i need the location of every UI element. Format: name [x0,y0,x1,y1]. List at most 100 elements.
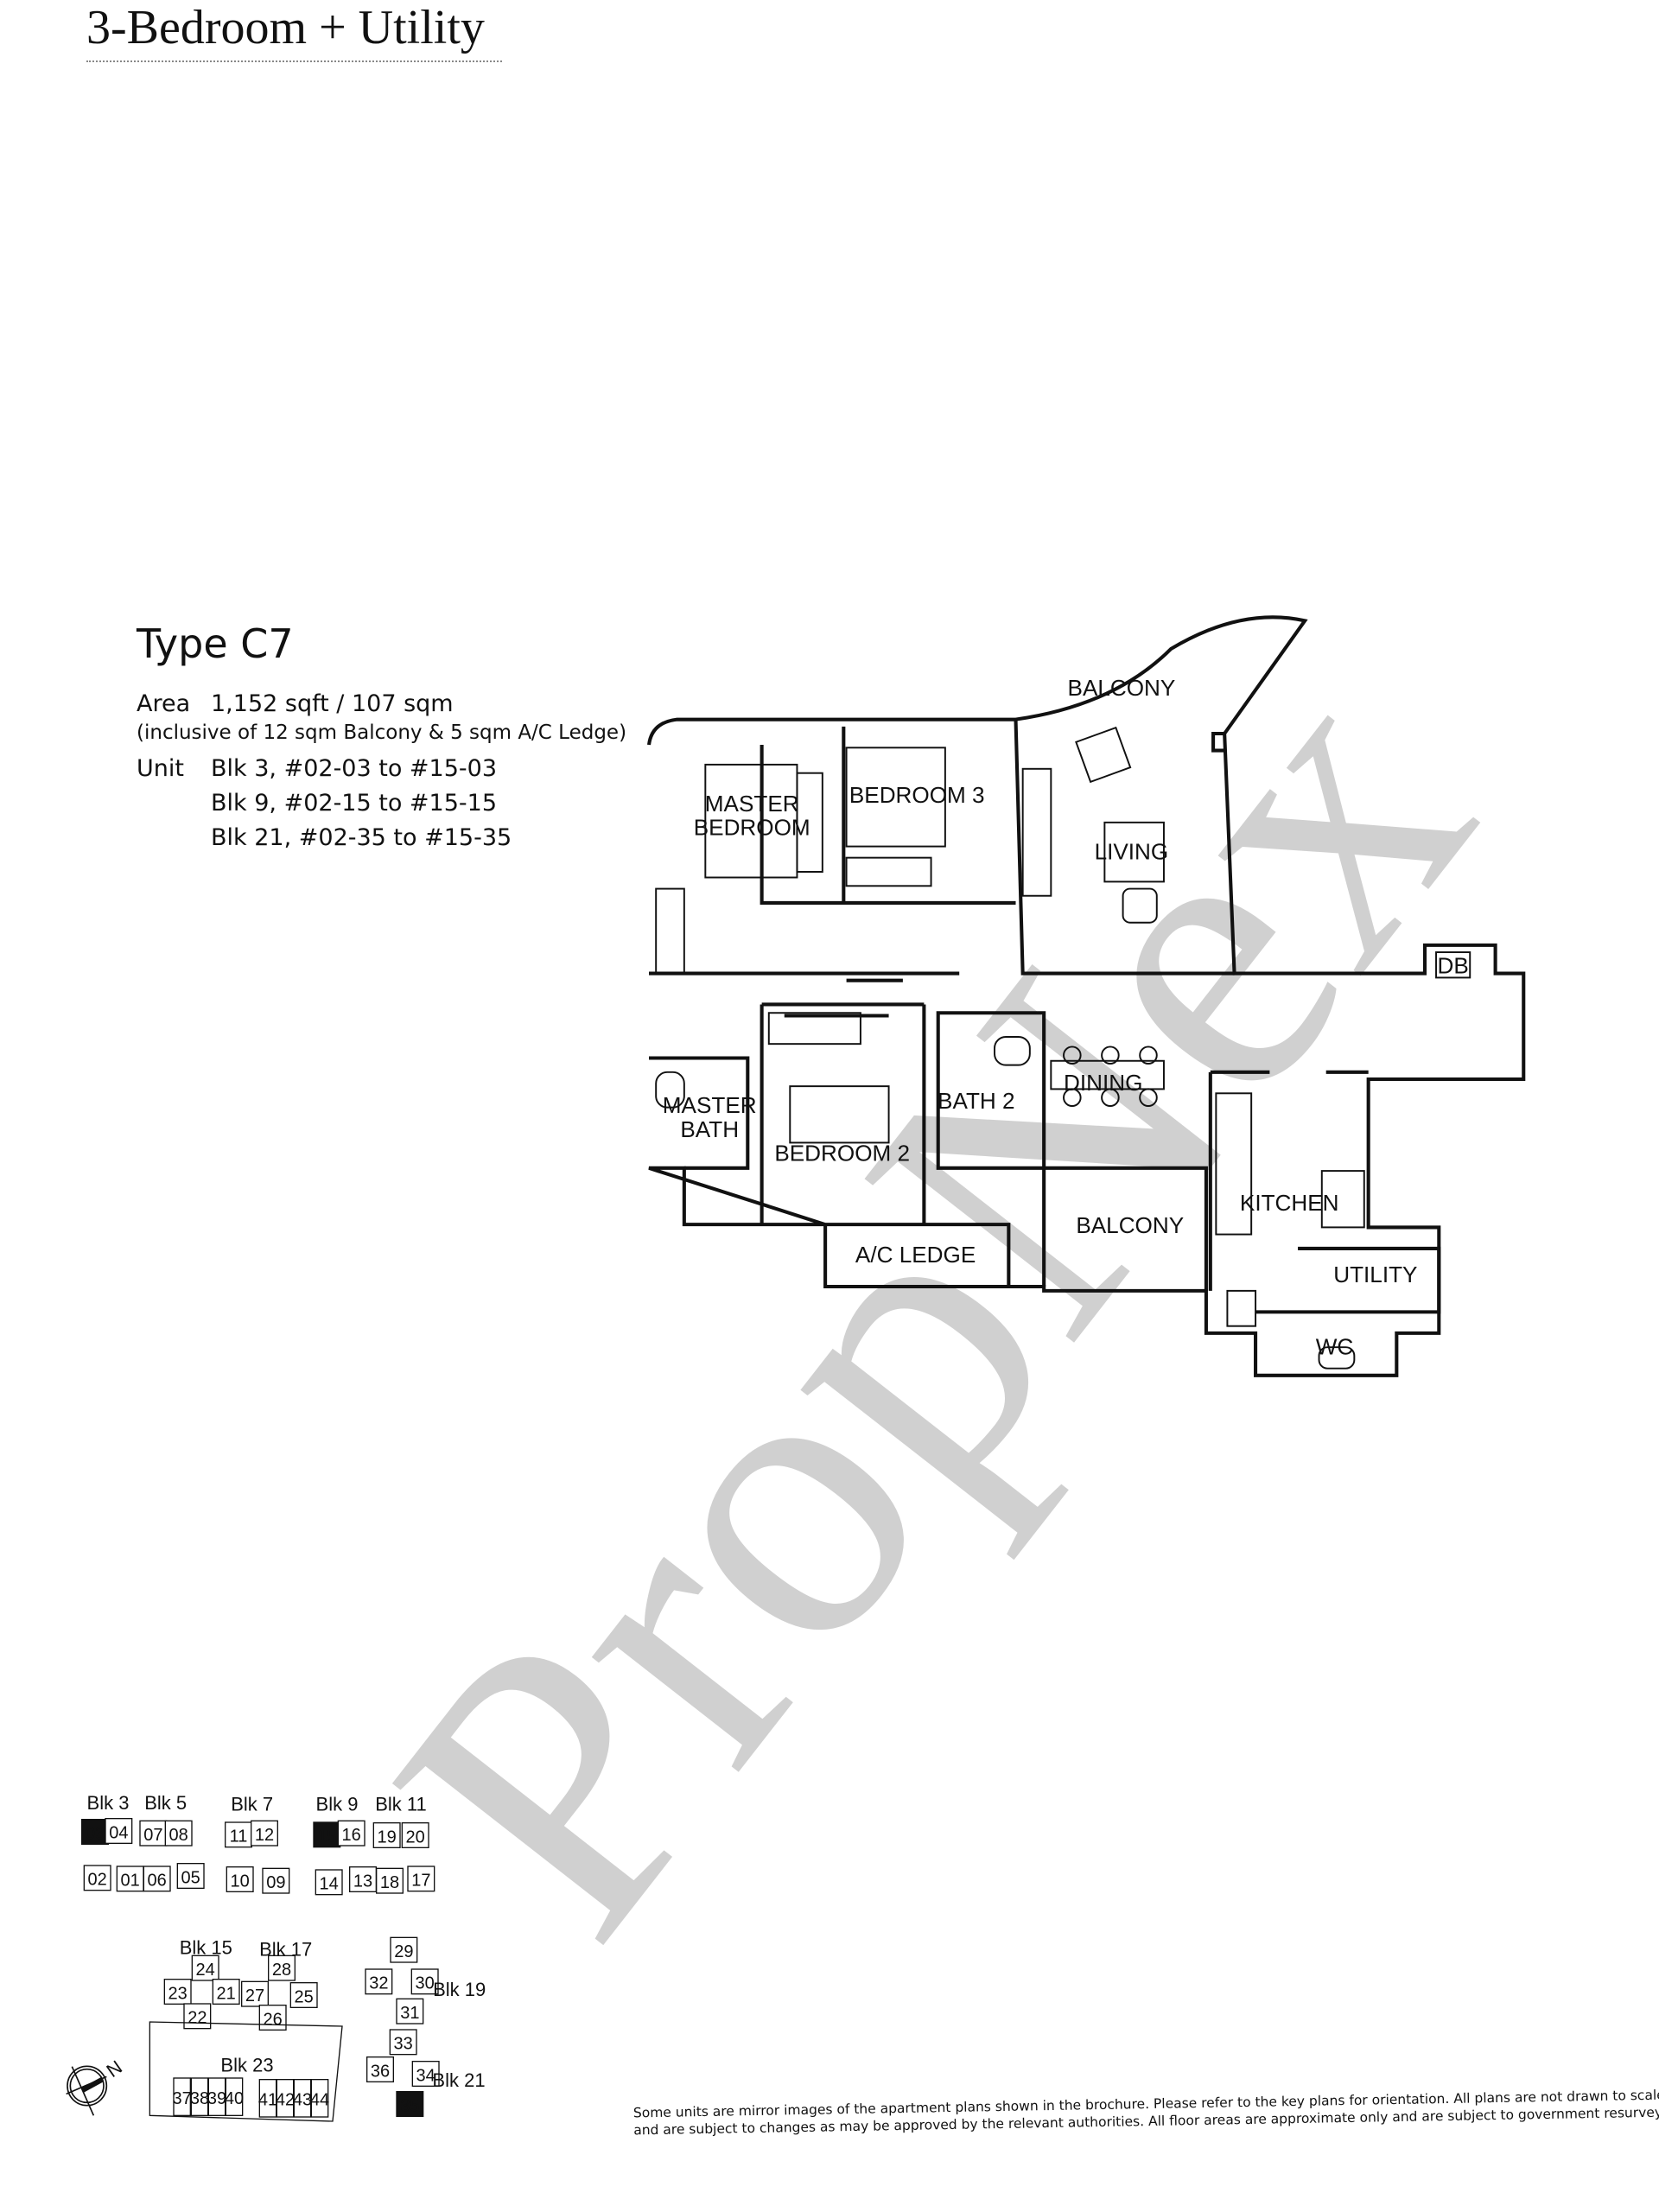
key-plan-unit-shape [83,1865,111,1891]
key-plan-block-label: Blk 21 [432,2069,485,2091]
key-plan-unit-shape [176,1863,205,1889]
key-plan-unit-number: 15 [317,1827,336,1847]
unit-range: Blk 3, #02-03 to #15-03 [211,755,498,782]
key-plan-unit-number: 02 [88,1871,107,1890]
area-row: Area 1,152 sqft / 107 sqm [137,687,454,721]
key-plan-unit-shape [143,1866,171,1892]
room-label-living: LIVING [1095,838,1169,864]
key-plan-block-label: Blk 9 [316,1794,359,1815]
key-plan-unit-shape [183,2003,212,2030]
room-label-master-bath: BATH [680,1116,739,1142]
key-plan-unit-number: 34 [416,2066,435,2085]
key-plan-unit-number: 36 [371,2062,390,2081]
key-plan-unit-shape [81,1819,109,1845]
room-label-master-bedroom: BEDROOM [694,815,810,841]
room-label-ac-ledge: A/C LEDGE [855,1242,976,1268]
key-plan-unit-number: 14 [320,1875,339,1894]
key-plan-unit-number: 27 [245,1986,264,2005]
key-plan-unit-number: 33 [394,2035,413,2054]
key-plan-unit-number: 05 [181,1868,200,1887]
key-plan-unit-number: 24 [196,1961,215,1980]
walls [646,615,1526,1377]
key-plan-unit-number: 29 [394,1942,413,1961]
key-plan-unit-shape [225,1821,252,1848]
blk-23-outline [149,2021,343,2122]
key-plan-unit-number: 21 [217,1984,236,2003]
key-plan-block-label: Blk 5 [144,1792,187,1814]
room-label-bedroom-2: BEDROOM 2 [774,1141,910,1166]
key-plan-block-label: Blk 3 [87,1792,130,1814]
key-plan-unit-shape [411,2061,440,2087]
key-plan-unit-shape [396,2091,424,2117]
key-plan-unit-number: 16 [342,1826,361,1845]
room-label-wc: WC [1316,1333,1354,1359]
key-plan-unit-number: 01 [121,1872,140,1891]
page-title: 3-Bedroom + Utility [86,0,502,62]
compass-north-label: N [103,2056,126,2082]
key-plan-unit-number: 42 [276,2091,295,2110]
key-plan-unit-shape [366,2056,394,2082]
key-plan-unit-number: 06 [148,1872,167,1891]
unit-list: Unit Blk 3, #02-03 to #15-03 Blk 9, #02-… [137,752,512,855]
area-label: Area [137,690,191,717]
compass-icon [66,2065,108,2116]
key-plan-unit-shape [390,1936,418,1963]
key-plan-unit-shape [262,1867,290,1894]
key-plan-unit-shape [258,2005,287,2031]
area-note: (inclusive of 12 sqm Balcony & 5 sqm A/C… [137,721,627,744]
key-plan-unit-number: 12 [255,1826,274,1845]
key-plan-block-label: Blk 15 [180,1937,232,1959]
key-plan-unit-shape [191,1955,219,1981]
key-plan-unit-shape [226,1866,254,1892]
key-plan-unit-number: 26 [264,2010,283,2029]
key-plan-unit-shape [310,2079,329,2118]
key-plan-unit-shape [173,2077,191,2116]
unit-label: Unit [137,755,184,782]
room-label-bath-2: BATH 2 [938,1088,1014,1114]
room-label-master-bath: MASTER [663,1092,757,1118]
key-plan-unit-number: 04 [109,1823,128,1842]
key-plan-unit-number: 25 [295,1987,314,2006]
key-plan-unit-number: 09 [266,1873,285,1892]
key-plan-unit-number: 41 [258,2091,277,2110]
unit-range: Blk 9, #02-15 to #15-15 [211,790,498,817]
key-plan-unit-number: 20 [406,1827,425,1847]
key-plan-unit-number: 30 [416,1974,435,1993]
key-plan-unit-number: 32 [369,1974,388,1993]
key-plan-unit-shape [349,1866,377,1892]
key-plan-unit-shape [289,1982,318,2008]
room-label-balcony: BALCONY [1068,675,1176,701]
room-label-kitchen: KITCHEN [1240,1190,1339,1216]
key-plan-unit-shape [407,1866,435,1892]
key-plan-unit-shape [116,1866,144,1892]
key-plan-unit-number: 43 [293,2091,312,2110]
key-plan-unit-shape [225,2077,244,2116]
key-plan-block-label: Blk 7 [231,1794,273,1815]
key-plan-unit-number: 17 [411,1872,430,1891]
key-plan-unit-number: 31 [400,2004,419,2023]
room-label-utility: UTILITY [1333,1262,1417,1287]
key-plan-unit-number: 13 [353,1872,372,1891]
key-plan-unit-shape [241,1980,269,2007]
key-plan-unit-number: 07 [143,1826,162,1845]
fixtures [655,726,1471,1370]
key-plan-unit-shape [105,1818,133,1844]
key-plan-unit-number: 22 [188,2009,207,2028]
key-plan-unit-shape [389,2029,417,2056]
room-label-balcony: BALCONY [1076,1212,1184,1238]
room-label-dining: DINING [1064,1070,1142,1096]
unit-range: Blk 21, #02-35 to #15-35 [211,824,512,851]
area-value: 1,152 sqft / 107 sqm [211,690,454,717]
key-plan-unit-shape [396,1998,424,2024]
unit-type-title: Type C7 [137,620,294,667]
key-plan-unit-number: 35 [400,2096,419,2115]
key-plan-unit-shape [268,1955,296,1981]
key-plan-unit-shape [212,1979,240,2005]
room-label-bedroom-3: BEDROOM 3 [849,782,985,808]
key-plan-unit-shape [313,1821,341,1848]
key-plan-block-label: Blk 23 [220,2054,273,2075]
key-plan-unit-shape [139,1820,168,1847]
key-plan-block-label: Blk 19 [433,1979,486,2000]
